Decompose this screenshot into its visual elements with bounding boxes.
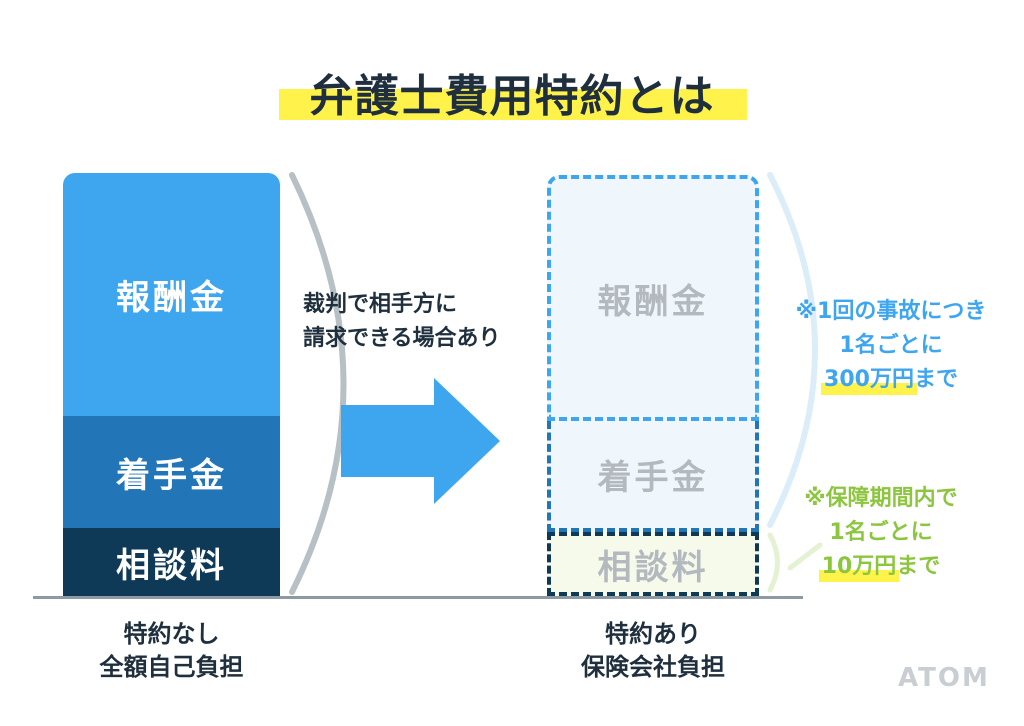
left-consultation-block: 相談料 [63,528,280,597]
bracket-curve-icon [767,532,780,593]
consult-note-line3: 10万円まで [766,550,996,584]
reward-note-line3: 300万円まで [758,363,1024,397]
consult-note-line1: ※保障期間内で [804,486,958,511]
right-caption-line2: 保険会社負担 [581,653,725,681]
left-caption-line1: 特約なし [123,620,220,648]
baseline [33,596,803,599]
bracket-curve-icon [767,172,818,528]
right-consultation-block: 相談料 [547,532,759,596]
right-retainer-block: 着手金 [547,421,759,532]
connector-line [787,542,823,571]
bracket-curve-icon [289,172,347,595]
claim-note: 裁判で相手方に 請求できる場合あり [303,288,501,356]
claim-note-line1: 裁判で相手方に [303,292,458,317]
right-arrow-icon [341,378,500,504]
page-title: 弁護士費用特約とは [309,71,715,122]
reward-note-line2: 1名ごとに [839,333,943,358]
left-reward-block: 報酬金 [63,173,280,416]
consult-note-suffix: まで [896,554,941,579]
reward-limit-amount: 300万円 [821,363,917,397]
title-highlight [279,89,747,120]
consult-limit-amount: 10万円 [818,550,899,584]
right-caption: 特約あり 保険会社負担 [547,618,759,684]
consultation-limit-note: ※保障期間内で 1名ごとに 10万円まで [766,482,996,584]
left-caption-line2: 全額自己負担 [99,653,244,681]
consult-note-line2: 1名ごとに [829,520,933,545]
left-retainer-block: 着手金 [63,416,280,528]
brand-logo: ATOM [898,663,990,693]
right-reward-block: 報酬金 [547,175,759,421]
reward-limit-note: ※1回の事故につき 1名ごとに 300万円まで [758,295,1024,397]
left-caption: 特約なし 全額自己負担 [63,618,280,684]
reward-note-line1: ※1回の事故につき [795,299,987,324]
reward-note-suffix: まで [913,367,958,392]
claim-note-line2: 請求できる場合あり [303,326,501,351]
right-caption-line1: 特約あり [605,620,701,648]
